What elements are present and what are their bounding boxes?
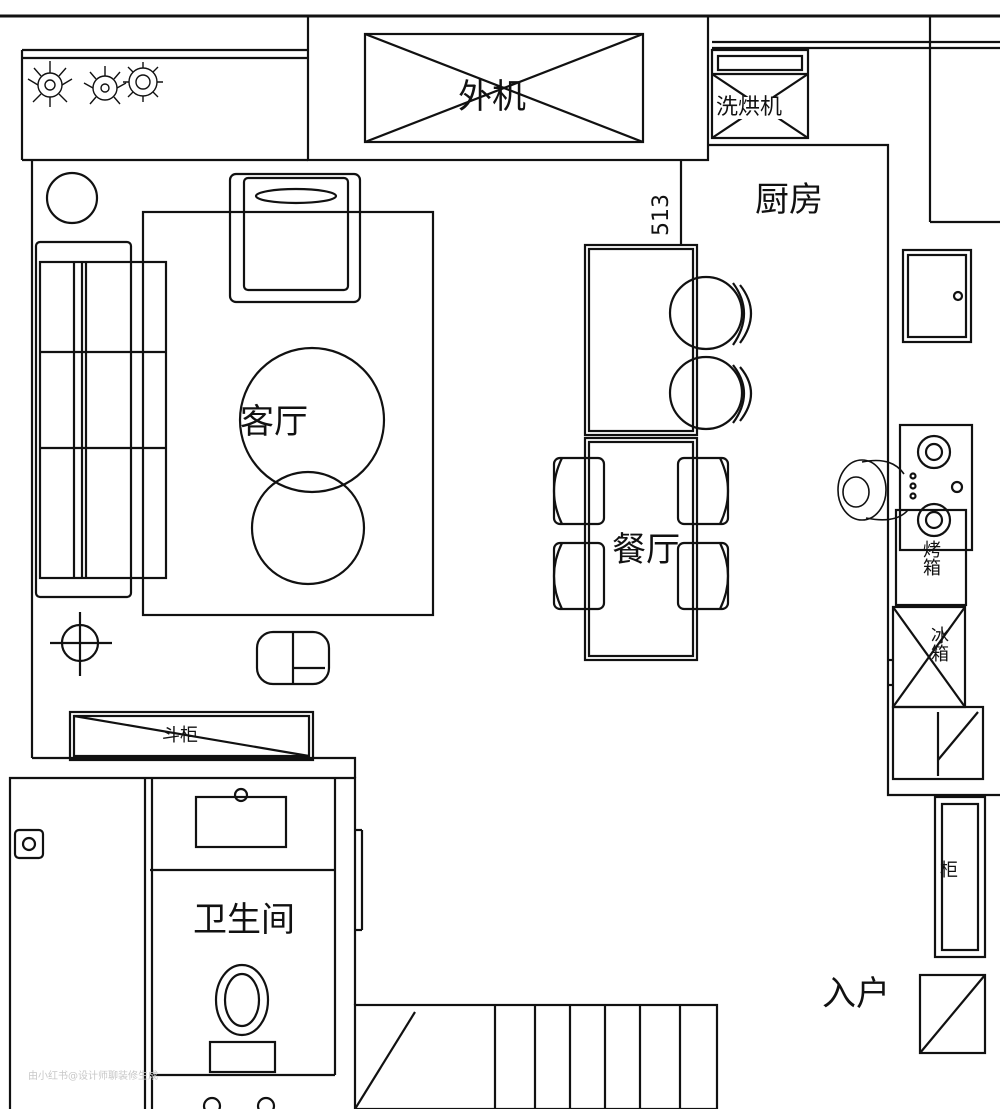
balcony-railing [20, 48, 308, 110]
kitchen-sink [901, 248, 973, 344]
ac-outdoor-unit-label: 外机 [458, 77, 526, 117]
coffee-table-small [250, 470, 366, 586]
person-figure [837, 459, 909, 521]
ac-outdoor-unit [306, 14, 710, 162]
sideboard [68, 710, 315, 762]
dining-chair [552, 456, 730, 611]
entrance-label: 入户 [822, 974, 890, 1014]
fridge [888, 605, 967, 709]
kitchen-label: 厨房 [755, 180, 823, 220]
washer-dryer [710, 48, 810, 140]
fridge-label: 冰箱 [928, 626, 949, 662]
watermark: 由小红书@设计师聊装修生成 [28, 1071, 158, 1082]
sofa [34, 240, 168, 599]
toilet [208, 963, 277, 1074]
entrance-shoe-cabinet [918, 973, 987, 1055]
plant-icon [27, 61, 163, 107]
pantry-cabinet [891, 705, 985, 781]
oven [894, 508, 968, 607]
living-room-label: 客厅 [240, 402, 308, 442]
entrance-cabinet-label: 柜 [940, 860, 958, 881]
entrance-cabinet [933, 795, 987, 959]
standing-lamp [50, 612, 112, 676]
coffee-table-large [238, 346, 386, 494]
bathroom-label: 卫生间 [193, 900, 295, 940]
bathroom-sink [194, 787, 288, 849]
dining-room-label: 餐厅 [612, 530, 680, 570]
ottoman [255, 630, 331, 686]
dining-table [583, 243, 699, 662]
washer-dryer-label: 洗烘机 [716, 95, 783, 120]
armchair [228, 172, 362, 304]
living-room-rug [141, 210, 435, 617]
oven-label: 烤箱 [920, 540, 941, 576]
bar-stool [668, 275, 752, 431]
cooktop [898, 423, 974, 552]
sideboard-label: 斗柜 [162, 725, 198, 746]
floor-lamp [45, 171, 99, 225]
staircase [353, 1003, 719, 1109]
partition-dimension: 513 [649, 194, 674, 236]
